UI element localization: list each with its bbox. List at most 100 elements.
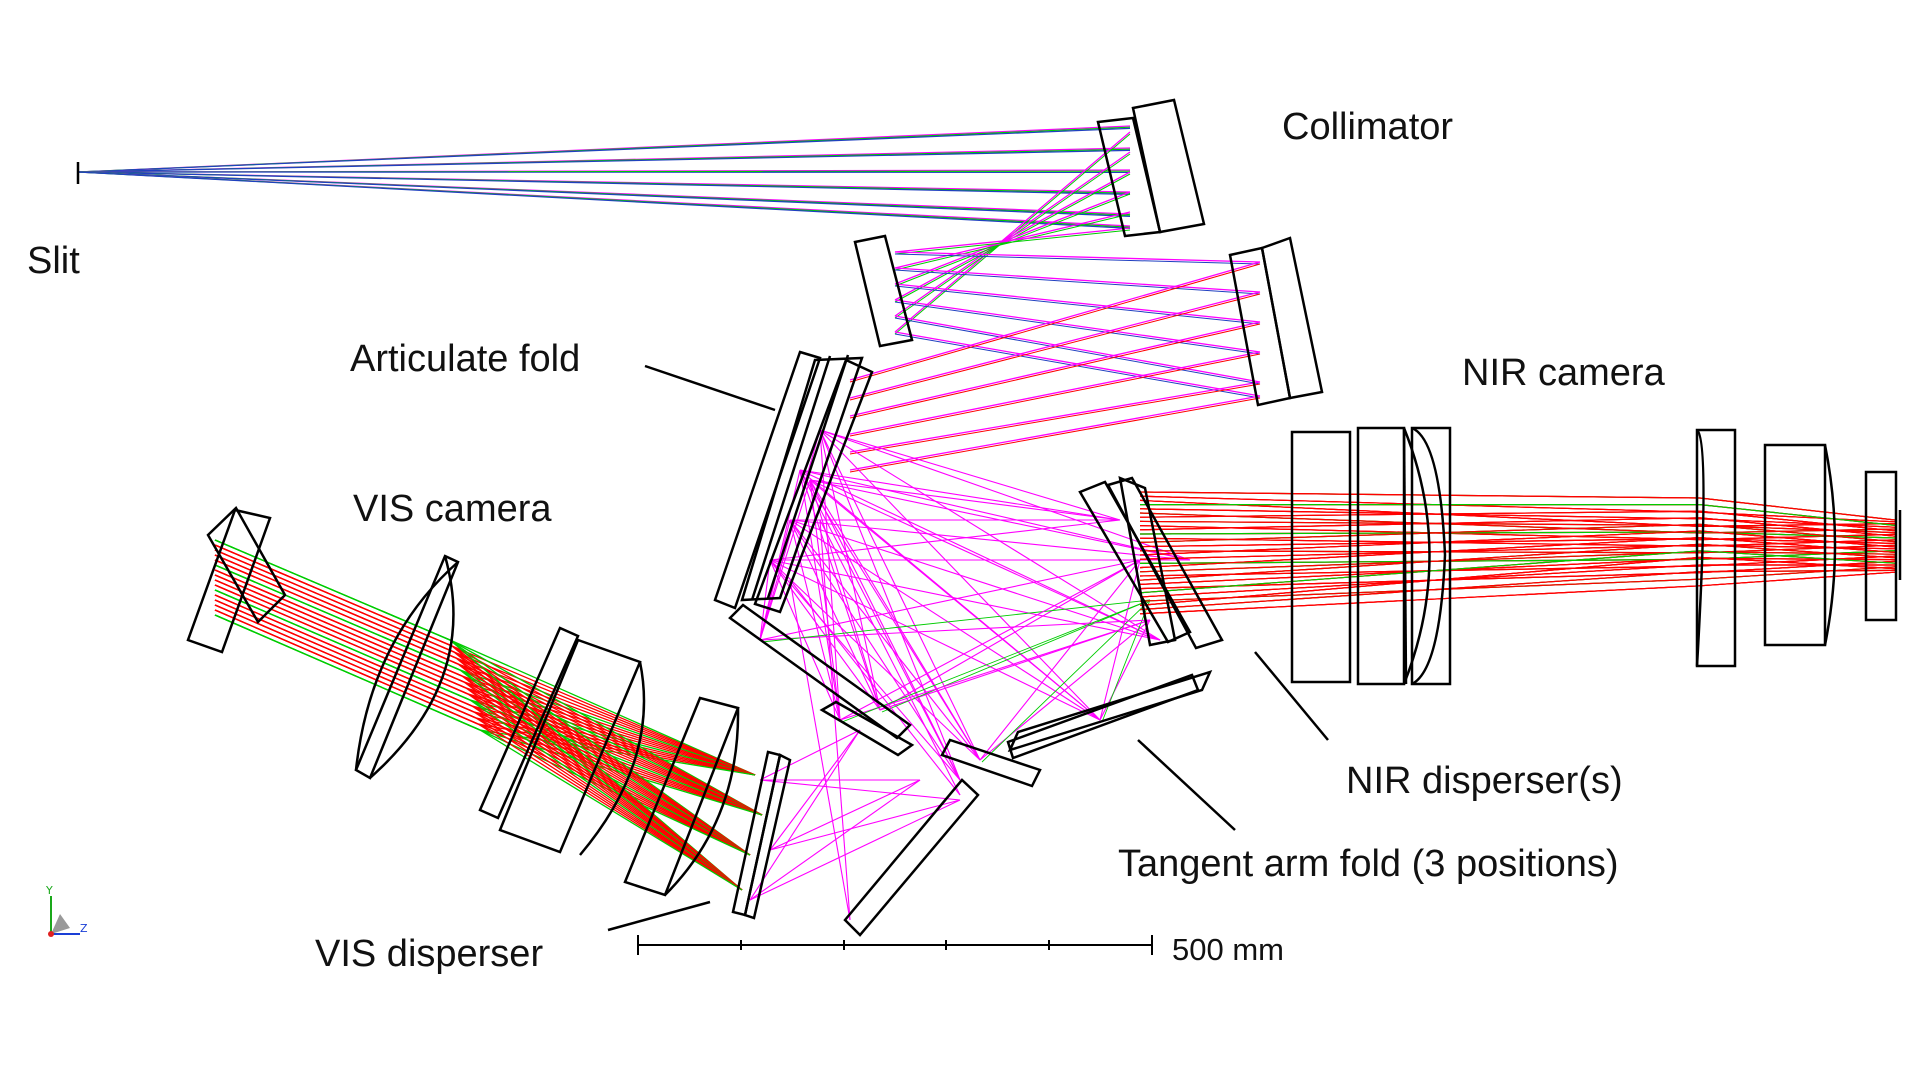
axis-triad: Y Z — [45, 884, 88, 937]
ray-segment — [879, 559, 1141, 711]
ray-segment — [1699, 557, 1896, 561]
ray-segment — [1699, 504, 1896, 526]
ray-segment — [799, 469, 981, 761]
ray-segment — [799, 469, 1161, 641]
ray-segment — [849, 293, 1261, 401]
ray-segment — [809, 479, 841, 721]
label-articulate-fold: Articulate fold — [350, 338, 581, 380]
label-vis-camera: VIS camera — [353, 488, 552, 530]
ray-segment — [1139, 556, 1701, 606]
ray-segment — [809, 479, 1161, 641]
ray-segment — [769, 729, 861, 851]
ray-segment — [1699, 497, 1896, 521]
ray-segment — [453, 651, 756, 776]
ray-segment — [214, 569, 463, 677]
ray-segment — [1699, 528, 1896, 534]
ray-segment — [1139, 523, 1701, 543]
ray-segment — [749, 779, 921, 901]
ray-segment — [214, 609, 479, 725]
ray-segment — [1699, 544, 1896, 554]
ray-segment — [1699, 555, 1896, 567]
ray-segment — [819, 429, 1121, 521]
ray-segment — [77, 127, 1131, 173]
ray-segment — [1099, 559, 1141, 721]
ray-segment — [894, 267, 1261, 293]
ray-segment — [759, 619, 1151, 641]
ray-segment — [819, 429, 1191, 561]
ray-segment — [1699, 543, 1896, 559]
ray-segment — [1699, 537, 1896, 553]
ray-segment — [475, 717, 743, 891]
vis-camera-lenses — [186, 505, 740, 897]
ray-segment — [1699, 560, 1896, 574]
ray-segment — [769, 799, 961, 851]
ray-segment — [789, 519, 1101, 721]
ray-segment — [849, 323, 1261, 419]
ray-segment — [1699, 524, 1896, 534]
ray-segment — [849, 261, 1261, 381]
ray-segment — [894, 251, 1261, 263]
leader-lines — [607, 364, 1329, 932]
ray-segment — [475, 717, 751, 856]
ray-segment — [761, 599, 1151, 643]
ray-segment — [77, 171, 1131, 217]
ray-segment — [1699, 551, 1896, 555]
label-nir-dispersers: NIR disperser(s) — [1346, 760, 1623, 802]
ray-segment — [451, 645, 756, 776]
nir-camera-lenses — [1290, 426, 1902, 686]
ray-segment — [789, 519, 981, 761]
ray-segment — [1699, 569, 1896, 573]
ray-segment — [894, 191, 1131, 285]
ray-segment — [214, 599, 475, 713]
ray-segment — [894, 301, 1261, 355]
ray-segment — [467, 693, 756, 776]
ray-segment — [769, 559, 841, 721]
ray-traces — [77, 125, 1896, 921]
ray-segment — [799, 469, 1191, 561]
ray-segment — [214, 594, 473, 707]
ray-segment — [1139, 537, 1701, 569]
articulate-fold-leader — [644, 364, 776, 412]
ray-segment — [1139, 517, 1701, 531]
ray-segment — [214, 564, 461, 671]
ray-segment — [849, 383, 1261, 455]
ray-segment — [979, 559, 1141, 761]
ray-segment — [849, 351, 1261, 435]
ray-segment — [449, 639, 756, 776]
ray-segment — [839, 559, 1141, 721]
ray-segment — [849, 381, 1261, 453]
ray-segment — [789, 519, 841, 721]
ray-segment — [471, 705, 756, 776]
ray-segment — [881, 599, 1151, 713]
ray-segment — [819, 429, 881, 711]
ray-segment — [769, 559, 981, 761]
ray-segment — [1139, 491, 1701, 499]
vis-disperser-leader — [607, 900, 711, 932]
ray-segment — [214, 579, 467, 689]
ray-segment — [799, 469, 961, 781]
ray-segment — [1699, 550, 1896, 564]
label-vis-disperser: VIS disperser — [315, 933, 544, 975]
ray-segment — [1699, 550, 1896, 560]
ray-segment — [214, 584, 469, 695]
ray-segment — [769, 779, 921, 851]
ray-segment — [1699, 510, 1896, 532]
articulate-fold-mirror — [713, 350, 874, 614]
axis-z-label: Z — [80, 922, 88, 935]
ray-segment — [1699, 511, 1896, 523]
tangent-arm-fold-positions — [728, 603, 1213, 937]
vis-disperser-element — [731, 750, 792, 920]
ray-segment — [839, 619, 1151, 721]
scale-bar-label: 500 mm — [1172, 932, 1284, 967]
ray-segment — [1139, 550, 1701, 594]
ray-segment — [1699, 518, 1896, 528]
ray-segment — [849, 353, 1261, 437]
ray-segment — [809, 479, 881, 711]
ray-segment — [469, 699, 756, 776]
ray-segment — [77, 149, 1131, 173]
optical-elements — [76, 98, 1902, 937]
ray-segment — [819, 519, 961, 796]
ray-segment — [1699, 531, 1896, 539]
ray-segment — [809, 479, 1121, 521]
collimator-mirror-3 — [1228, 236, 1324, 407]
